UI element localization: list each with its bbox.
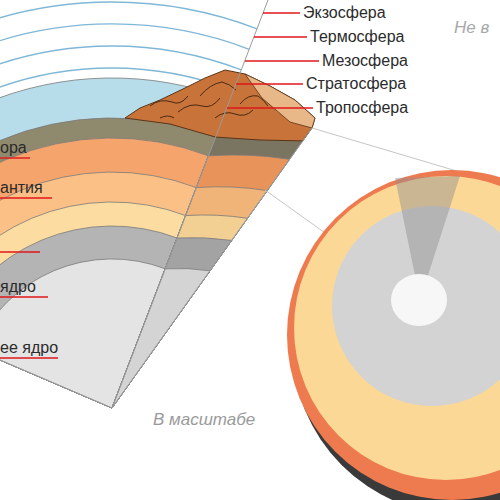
atmosphere-layer: Тропосфера <box>316 99 408 117</box>
mountain-ridge <box>200 82 236 96</box>
atmosphere-layer: Стратосфера <box>306 75 406 93</box>
ridge-line <box>112 0 268 408</box>
scale-note: В масштабе <box>153 411 255 429</box>
earth-layer: антия <box>0 179 43 197</box>
leader-line <box>227 107 313 108</box>
leader-line <box>0 157 30 158</box>
mountain-ridge <box>215 110 253 118</box>
side-edge <box>112 128 312 408</box>
mantle-disc <box>294 176 500 480</box>
leader-line <box>236 83 303 84</box>
leader-line <box>245 60 319 61</box>
crust-ring <box>287 170 500 500</box>
leader-line <box>254 36 307 37</box>
projection-line <box>312 128 460 172</box>
land-mass <box>125 70 315 141</box>
left-edge <box>0 278 112 408</box>
leader-lines <box>0 13 319 358</box>
sphere-shadow <box>292 175 500 500</box>
atmosphere-layer: Мезосфера <box>322 52 408 70</box>
leader-line <box>0 251 40 252</box>
land-slope <box>245 74 315 128</box>
mountain-ridge <box>178 98 220 112</box>
earth-layer: ора <box>0 139 27 157</box>
inner-core-disc <box>391 274 447 326</box>
earth-layer: ядро <box>0 278 36 296</box>
atmosphere-layer: Термосфера <box>310 28 404 46</box>
scale-sphere <box>287 170 500 500</box>
atmosphere-layer: Экзосфера <box>303 4 386 22</box>
scale-note: Не в <box>454 19 489 37</box>
leader-line <box>0 197 52 198</box>
earth-layer: ее ядро <box>0 339 58 357</box>
leader-line <box>0 296 48 297</box>
leader-line <box>263 12 300 13</box>
mountain-texture <box>150 82 268 118</box>
mountain-ridge <box>240 96 268 106</box>
mountain-ridge <box>160 116 174 118</box>
leader-line <box>0 357 58 358</box>
mountain-ridge <box>150 96 188 106</box>
